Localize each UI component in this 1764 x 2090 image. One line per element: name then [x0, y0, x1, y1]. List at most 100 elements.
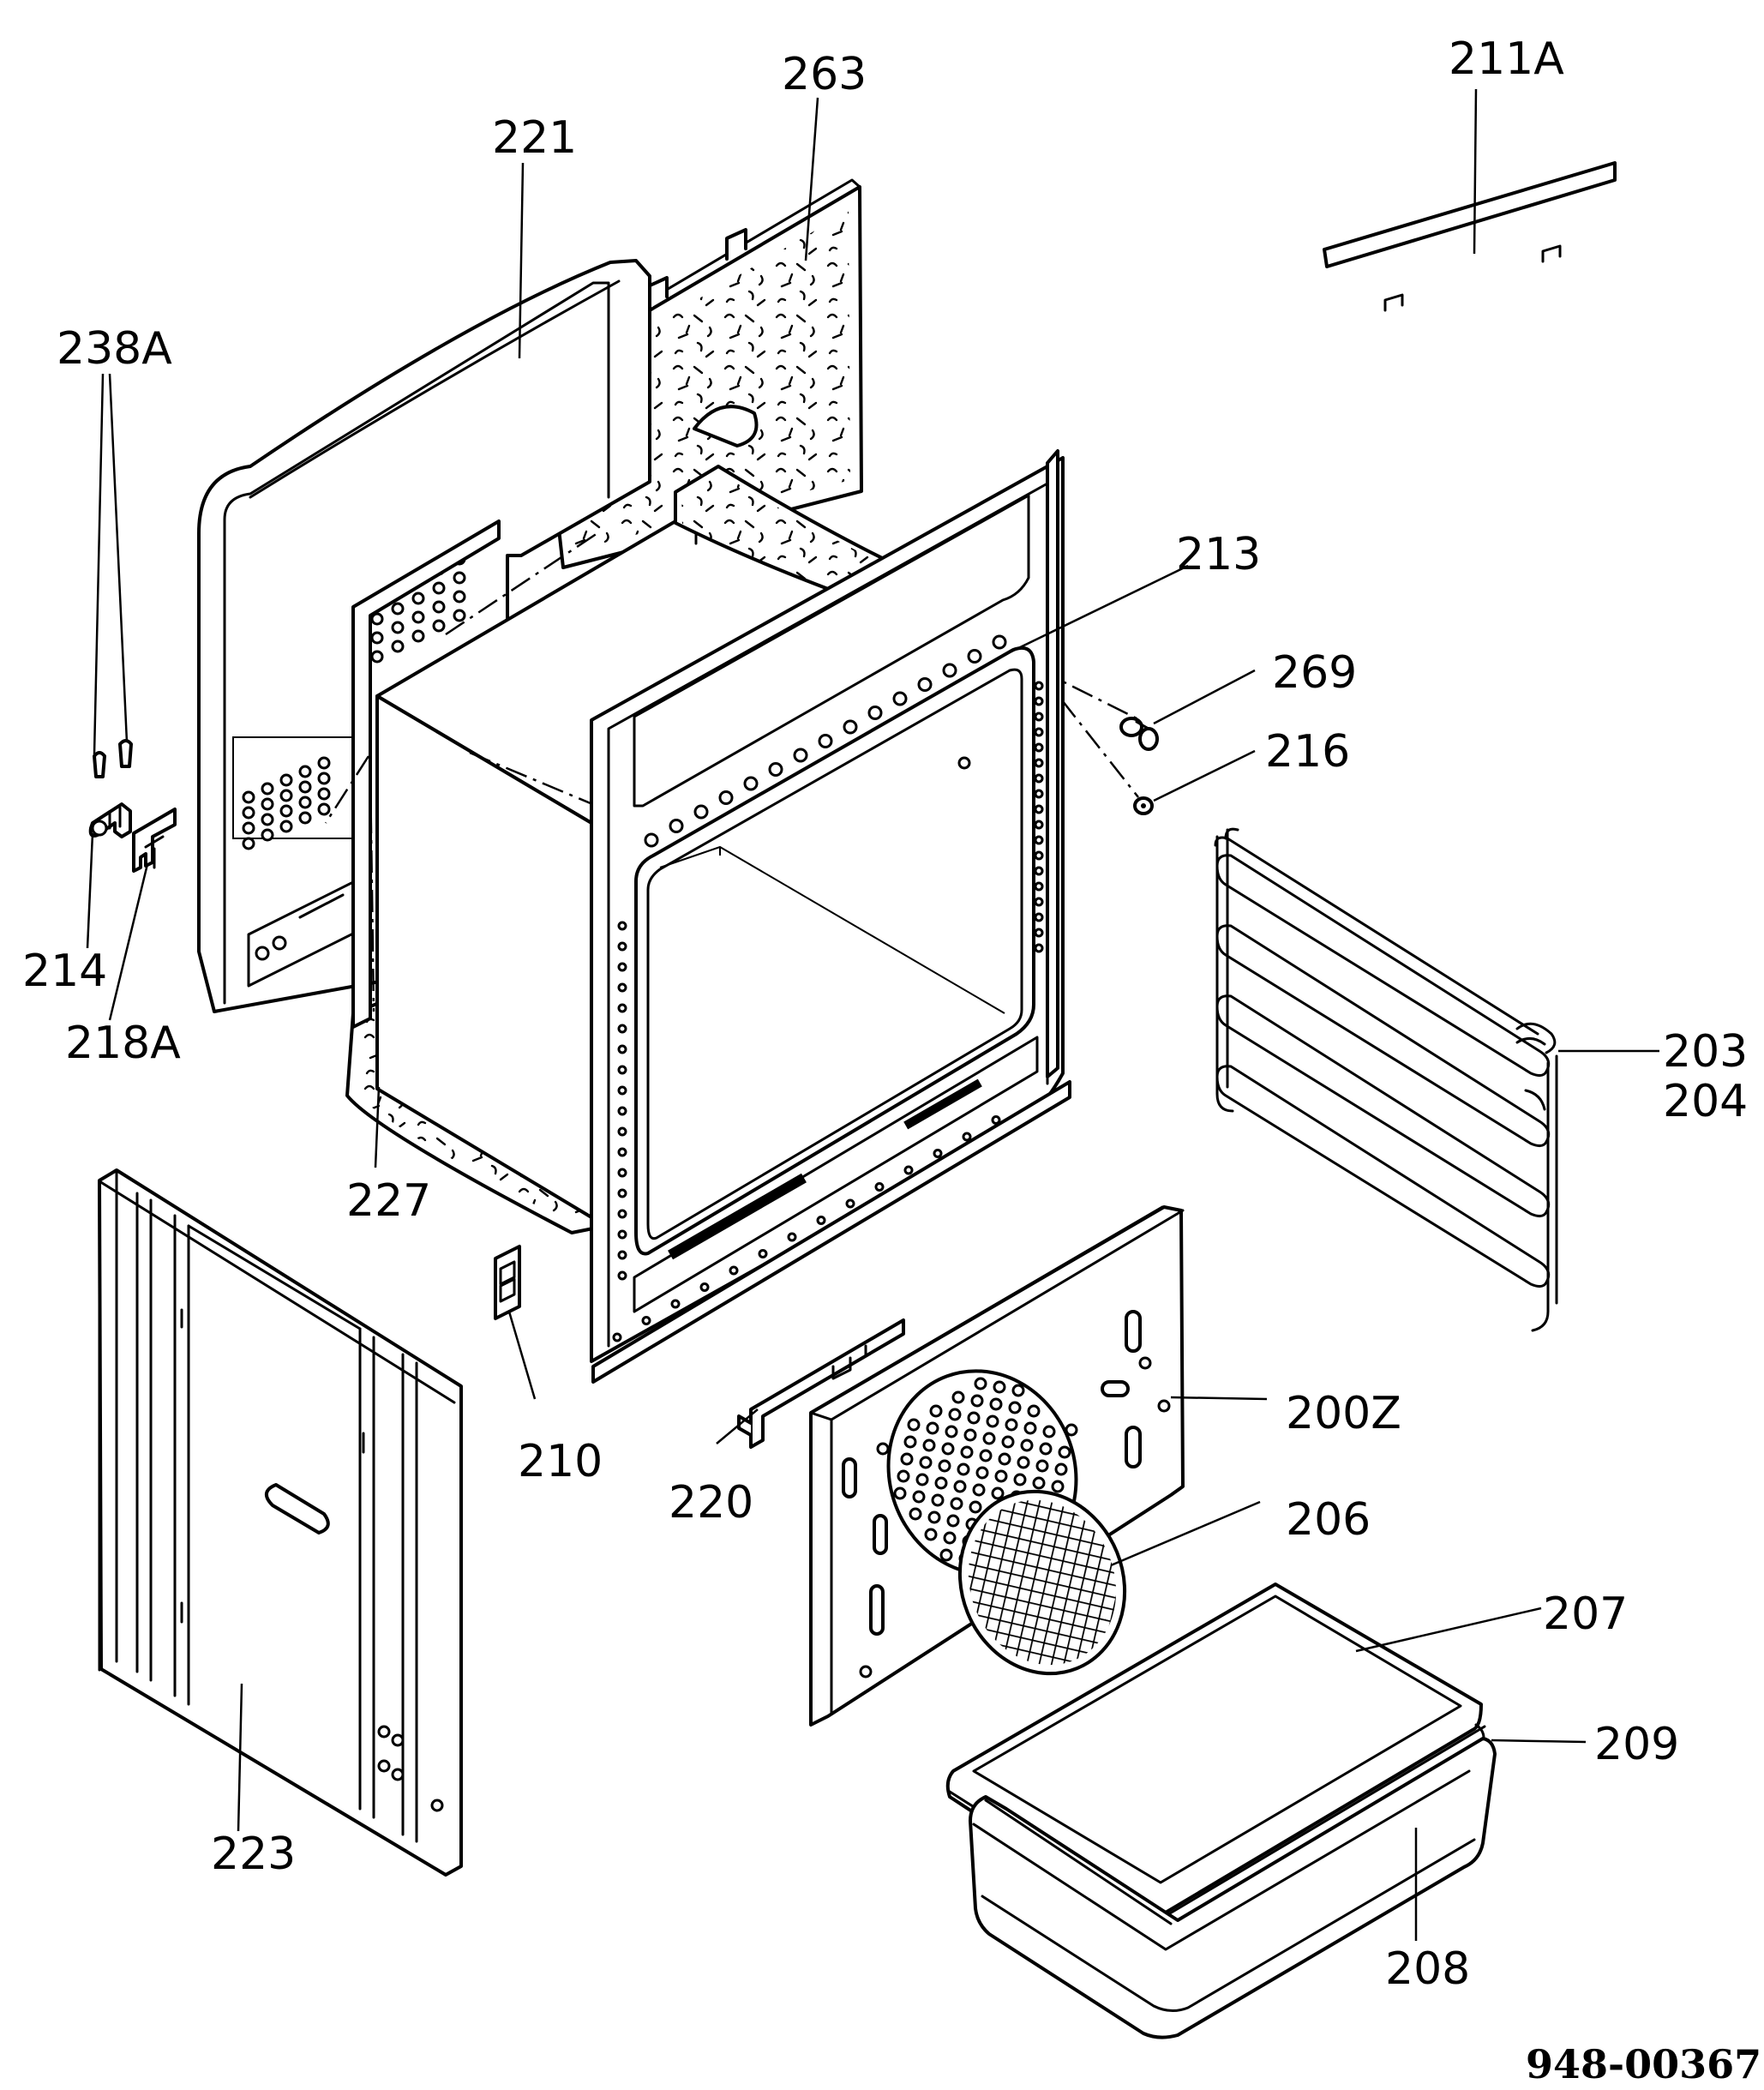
hole — [1058, 1445, 1071, 1459]
hole — [1023, 1421, 1037, 1435]
hole — [907, 1418, 921, 1432]
hole — [816, 1216, 826, 1225]
hole — [261, 782, 274, 796]
hole — [991, 1486, 1005, 1500]
label-211A: 211A — [1449, 33, 1564, 85]
hole — [960, 1445, 974, 1459]
rack-wire — [1215, 924, 1551, 1148]
hole — [994, 1469, 1008, 1483]
hole — [974, 1377, 987, 1390]
hole — [975, 1466, 989, 1480]
hole — [1027, 1404, 1041, 1418]
rack-wire — [1214, 836, 1539, 1036]
hole — [989, 1397, 1003, 1411]
hole — [963, 1428, 977, 1442]
label-221: 221 — [492, 112, 577, 164]
hole — [933, 1149, 943, 1158]
hole — [1008, 1401, 1022, 1414]
hole — [1034, 773, 1044, 784]
hole — [279, 789, 293, 802]
hole — [317, 802, 331, 816]
hole — [986, 1414, 999, 1428]
label-227: 227 — [346, 1175, 431, 1227]
hole — [919, 1456, 933, 1469]
hole — [298, 796, 312, 809]
hole — [874, 1182, 885, 1192]
hole — [298, 780, 312, 794]
hole — [718, 790, 734, 805]
hole — [793, 748, 808, 763]
hole — [922, 1438, 936, 1452]
hole — [992, 634, 1007, 650]
hole — [411, 592, 425, 605]
reference-number: 948-00367 — [1526, 2041, 1761, 2087]
hole — [1034, 742, 1044, 753]
hole — [1034, 820, 1044, 830]
hole — [953, 1480, 967, 1493]
hole — [617, 1270, 627, 1281]
label-214: 214 — [22, 946, 107, 997]
label-220: 220 — [669, 1477, 753, 1528]
hole — [818, 734, 833, 748]
label-213: 213 — [1176, 529, 1261, 580]
hole — [1054, 1462, 1068, 1476]
hole — [993, 1380, 1006, 1394]
hole — [617, 1250, 627, 1260]
hole — [943, 1531, 957, 1545]
hole — [1032, 1476, 1046, 1490]
rack-wire — [1215, 854, 1551, 1078]
hole — [242, 806, 255, 820]
hole — [317, 772, 331, 785]
label-238A: 238A — [57, 323, 172, 375]
hole — [939, 1548, 953, 1562]
hole — [617, 1044, 627, 1054]
hole — [917, 677, 933, 692]
hole — [912, 1490, 926, 1504]
hole — [991, 1115, 1001, 1125]
hole — [1034, 712, 1044, 722]
label-206: 206 — [1286, 1494, 1371, 1546]
hole — [1034, 696, 1044, 706]
hole — [1034, 758, 1044, 768]
hole — [843, 719, 858, 735]
label-223: 223 — [211, 1829, 296, 1880]
hole — [617, 1003, 627, 1013]
hole — [1034, 928, 1044, 938]
hole — [962, 1132, 972, 1142]
hole — [1001, 1435, 1015, 1449]
hole — [641, 1316, 651, 1325]
hole — [644, 832, 659, 848]
label-204: 204 — [1663, 1076, 1748, 1127]
label-216: 216 — [1265, 726, 1350, 778]
hole — [617, 1168, 627, 1178]
hole — [1020, 1438, 1034, 1452]
hole — [242, 790, 255, 804]
hole — [892, 691, 908, 706]
hole — [617, 921, 627, 931]
hole — [1005, 1418, 1018, 1432]
hole — [929, 1404, 943, 1418]
hole — [942, 663, 957, 678]
hole — [1042, 1425, 1056, 1438]
hole — [979, 1449, 993, 1462]
hole — [699, 1282, 710, 1292]
hole — [242, 837, 255, 850]
hole — [948, 1408, 962, 1421]
hole — [1034, 681, 1044, 691]
hole — [1011, 1384, 1025, 1397]
label-203: 203 — [1663, 1026, 1748, 1078]
hole — [903, 1165, 914, 1175]
hole — [787, 1232, 797, 1242]
hole — [967, 1411, 981, 1425]
part-218A-hinge-plate — [132, 808, 177, 873]
part-213-front-frame — [590, 449, 1071, 1384]
hole — [1034, 897, 1044, 907]
hole — [926, 1421, 939, 1435]
hole — [1034, 727, 1044, 737]
hole — [946, 1514, 960, 1528]
hole — [411, 629, 425, 643]
hole — [1039, 1442, 1053, 1456]
hole — [903, 1435, 917, 1449]
hole — [391, 621, 405, 634]
